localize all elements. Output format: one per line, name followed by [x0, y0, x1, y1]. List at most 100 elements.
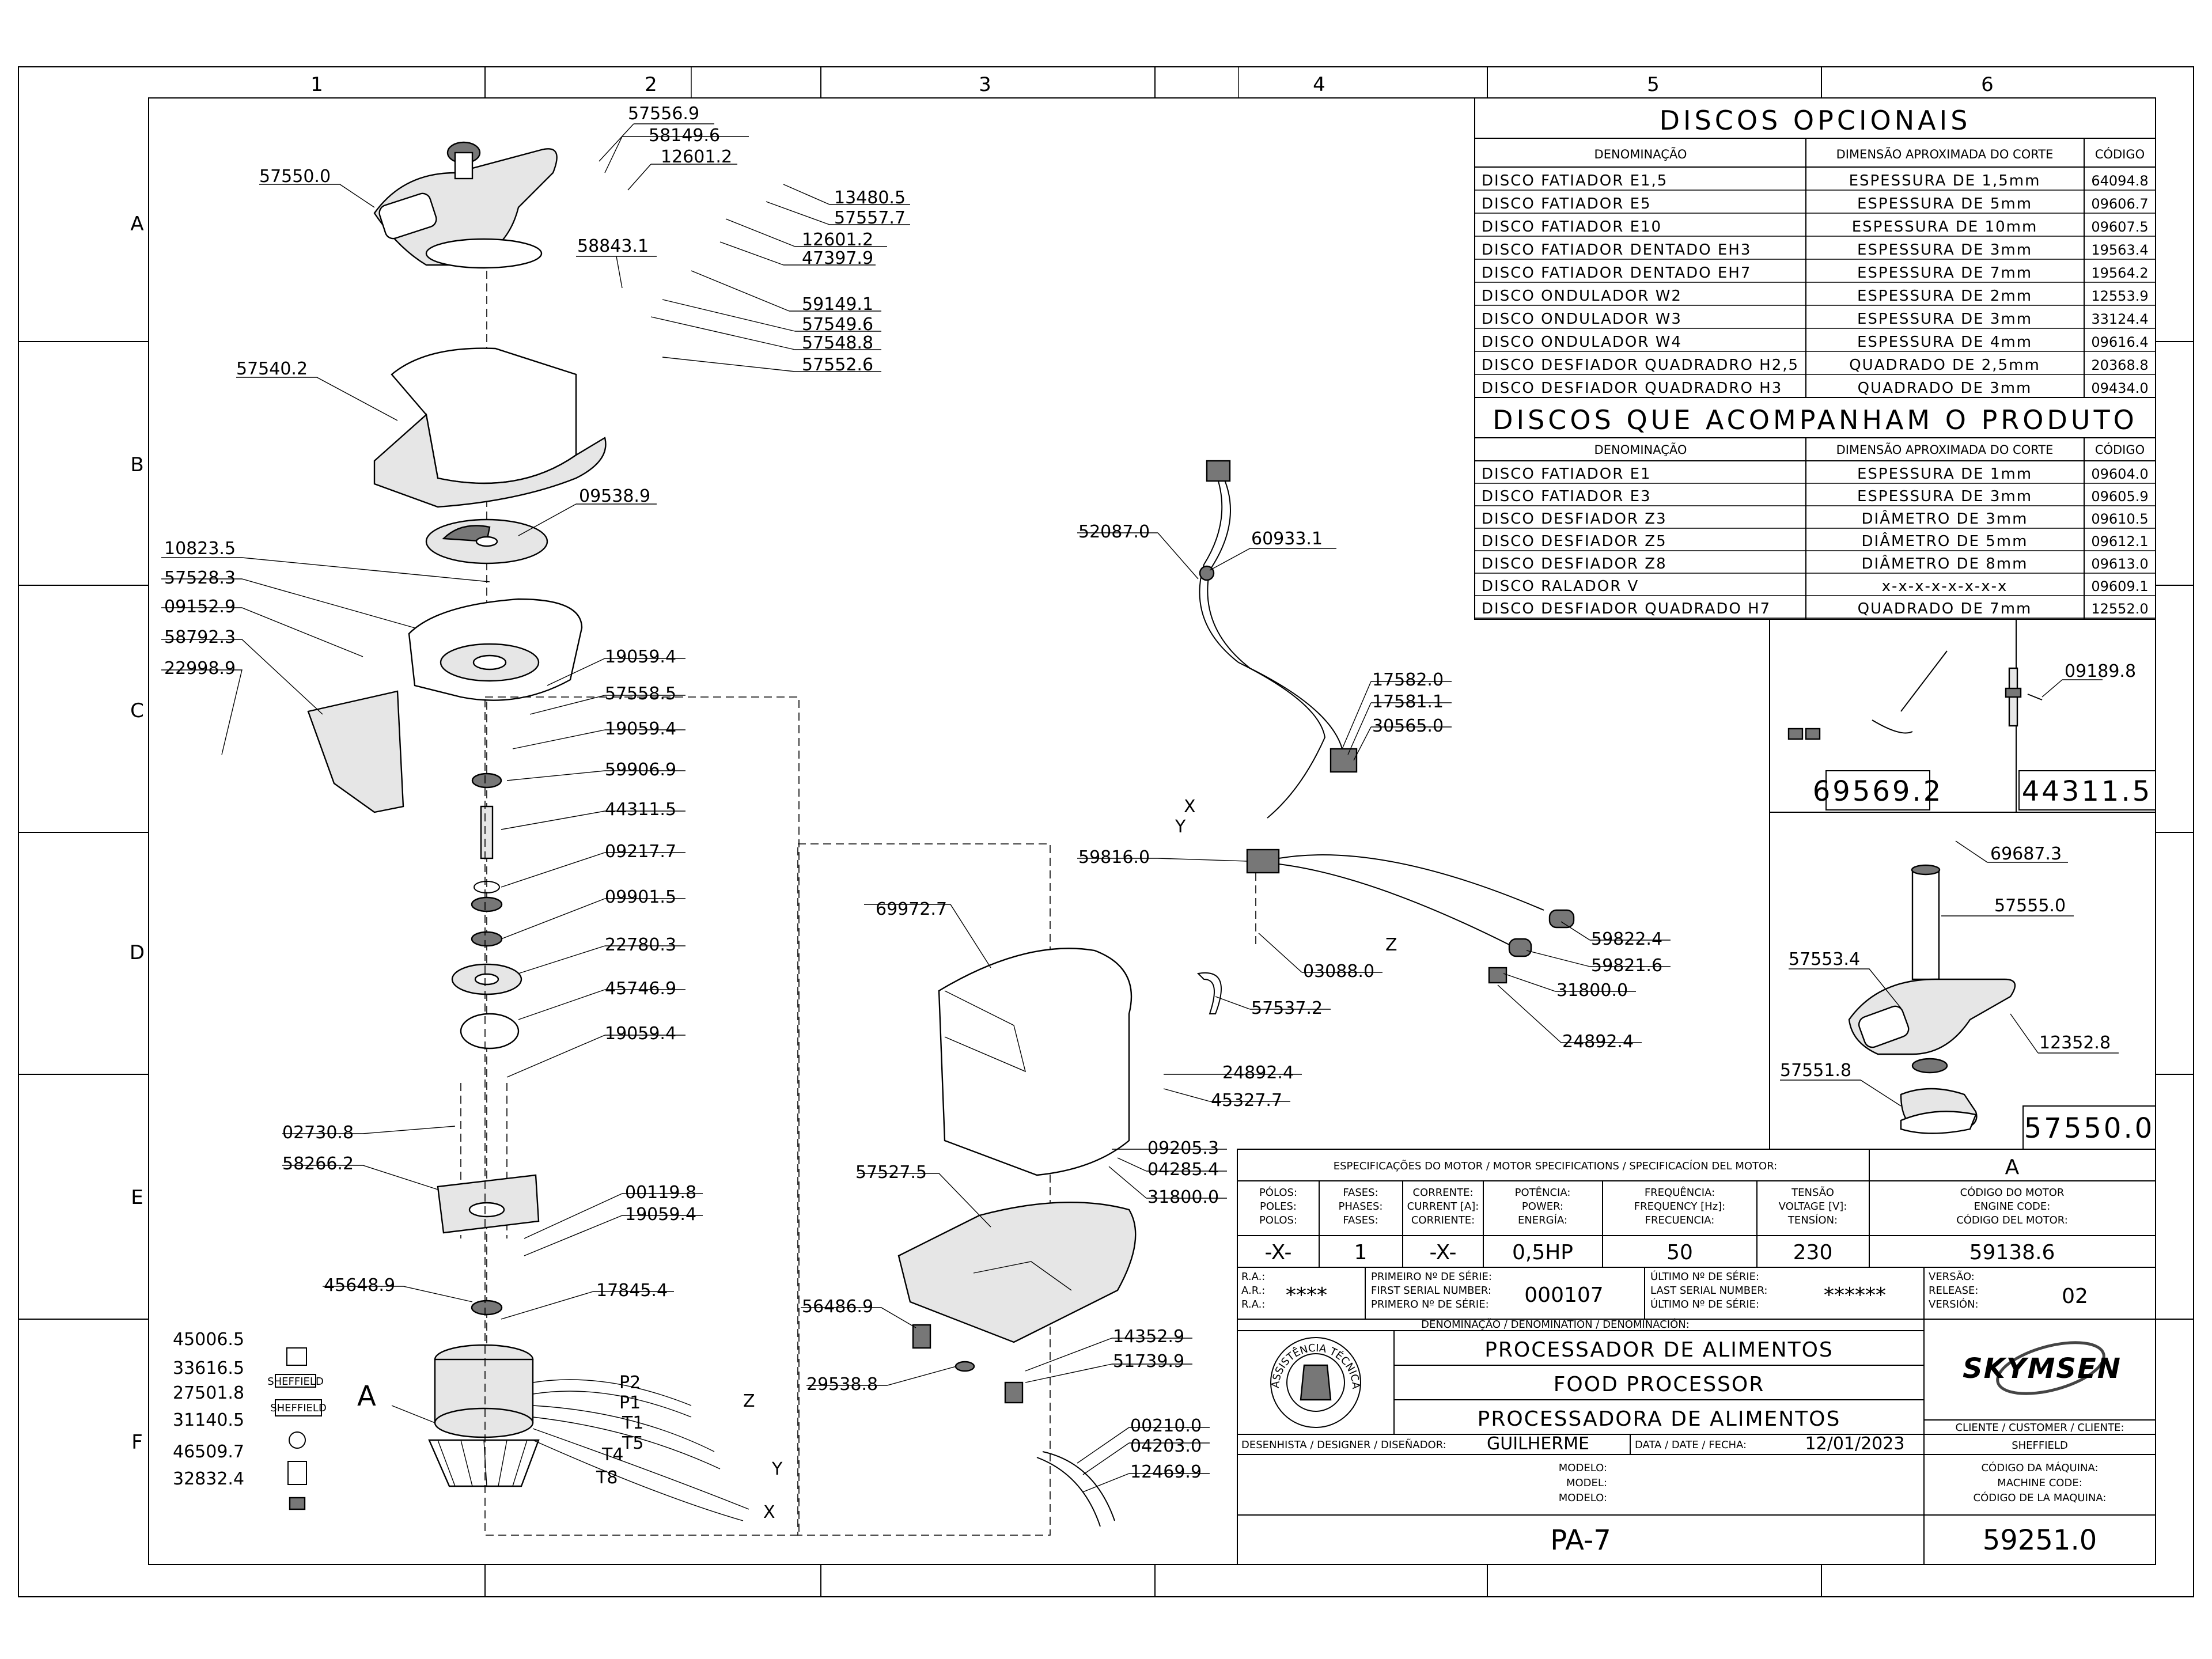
- current-label-en: CURRENT [A]:: [1407, 1200, 1479, 1213]
- callout-33616-5: 33616.5: [173, 1358, 244, 1378]
- poles-value: -X-: [1264, 1241, 1291, 1264]
- callout-14352-9: 14352.9: [1113, 1327, 1184, 1347]
- zone-row-e: E: [131, 1186, 143, 1209]
- optional-disc-code-cell: 09606.7: [2091, 196, 2148, 212]
- zone-labels: 1 2 3 4 5 6 A B C D E F: [130, 73, 1994, 1454]
- callout-00119-8: 00119.8: [625, 1183, 696, 1203]
- power-label-es: ENERGÍA:: [1518, 1214, 1567, 1226]
- callout-12601-2-b: 12601.2: [802, 230, 873, 250]
- version-value: 02: [2062, 1285, 2088, 1308]
- callout-57553-4: 57553.4: [1789, 949, 1860, 969]
- engine-code-label-es: CÓDIGO DEL MOTOR:: [1956, 1214, 2068, 1226]
- disc-part: [425, 518, 548, 565]
- optional-disc-code-cell: 19564.2: [2091, 265, 2148, 281]
- included-disc-dimension-cell: DIÂMETRO DE 3mm: [1862, 509, 2028, 528]
- first-serial-label-pt: PRIMEIRO Nº DE SÉRIE:: [1371, 1270, 1492, 1283]
- wire-t8: T8: [596, 1468, 618, 1488]
- included-disc-code-cell: 09609.1: [2091, 578, 2148, 594]
- ra-label-2: A.R.:: [1241, 1285, 1265, 1297]
- zone-col-5: 5: [1647, 73, 1660, 96]
- optional-header-name: DENOMINAÇÃO: [1594, 146, 1687, 161]
- wire-t5: T5: [622, 1433, 643, 1453]
- zone-row-f: F: [131, 1431, 143, 1454]
- optional-disc-name-cell: DISCO DESFIADOR QUADRADRO H2,5: [1482, 357, 1799, 374]
- optional-disc-name-cell: DISCO FATIADOR DENTADO EH7: [1482, 264, 1751, 282]
- frequency-value: 50: [1666, 1241, 1693, 1264]
- lid-part: [373, 141, 558, 269]
- callout-45648-9: 45648.9: [324, 1275, 395, 1296]
- wire-p2: P2: [619, 1373, 641, 1393]
- kit-boxes: 69569.2 44311.5 09189.8 57550.0 69687.3 …: [1769, 619, 2156, 1150]
- client-value: SHEFFIELD: [2012, 1440, 2068, 1452]
- warning-sticker-icon: [286, 1347, 307, 1366]
- included-disc-dimension-cell: DIÂMETRO DE 8mm: [1862, 554, 2028, 573]
- voltage-label-pt: TENSÃO: [1791, 1186, 1834, 1199]
- frequency-label-pt: FREQUÊNCIA:: [1645, 1186, 1715, 1199]
- model-label-pt: MODELO:: [1559, 1462, 1607, 1474]
- motor-spec-title: ESPECIFICAÇÕES DO MOTOR / MOTOR SPECIFIC…: [1334, 1160, 1778, 1172]
- last-serial-value: ******: [1824, 1283, 1886, 1307]
- callout-58266-2: 58266.2: [282, 1154, 354, 1174]
- callout-19059-4-a: 19059.4: [605, 647, 676, 667]
- callout-09901-5: 09901.5: [605, 887, 676, 907]
- included-disc-name-cell: DISCO FATIADOR E3: [1482, 488, 1652, 505]
- voltage-label-en: VOLTAGE [V]:: [1779, 1200, 1847, 1213]
- optional-disc-name-cell: DISCO FATIADOR E1,5: [1482, 172, 1668, 190]
- wire-x-left: X: [763, 1502, 775, 1522]
- model-value: PA-7: [1550, 1524, 1611, 1556]
- designer-label: DESENHISTA / DESIGNER / DISEÑADOR:: [1241, 1438, 1446, 1451]
- power-label-en: POWER:: [1522, 1200, 1563, 1213]
- wire-z-left: Z: [743, 1391, 755, 1411]
- wire-x-right: X: [1184, 797, 1196, 817]
- label-icons: SHEFFIELD SHEFFIELD: [267, 1347, 327, 1510]
- machine-code-label-es: CÓDIGO DE LA MAQUINA:: [1974, 1491, 2107, 1504]
- callout-10823-5: 10823.5: [164, 539, 236, 559]
- included-disc-dimension-cell: x-x-x-x-x-x-x-x: [1882, 578, 2008, 595]
- callout-46509-7: 46509.7: [173, 1442, 244, 1462]
- callout-57551-8: 57551.8: [1780, 1060, 1851, 1081]
- callout-59149-1: 59149.1: [802, 294, 873, 315]
- svg-text:SHEFFIELD: SHEFFIELD: [267, 1376, 324, 1388]
- optional-discs-table: DISCOS OPCIONAIS DENOMINAÇÃO DIMENSÃO AP…: [1474, 97, 2156, 398]
- wire-y-left: Y: [771, 1459, 783, 1479]
- included-disc-name-cell: DISCO DESFIADOR Z3: [1482, 510, 1667, 528]
- callout-17581-1: 17581.1: [1372, 692, 1444, 712]
- svg-text:SHEFFIELD: SHEFFIELD: [270, 1402, 327, 1414]
- included-disc-name-cell: DISCO DESFIADOR Z8: [1482, 555, 1667, 573]
- included-disc-code-cell: 09613.0: [2091, 556, 2148, 572]
- brand-sticker-icon: [275, 1374, 316, 1388]
- frequency-label-en: FREQUENCY [Hz]:: [1634, 1200, 1725, 1213]
- included-disc-dimension-cell: ESPESSURA DE 3mm: [1857, 488, 2032, 505]
- zone-col-1: 1: [310, 73, 323, 96]
- callout-12601-2: 12601.2: [661, 147, 732, 167]
- exploded-view-middle: [897, 948, 1222, 1527]
- callout-24892-4-a: 24892.4: [1562, 1032, 1634, 1052]
- label-tag-icon: [289, 1497, 306, 1510]
- callout-69687-3: 69687.3: [1990, 844, 2062, 864]
- included-disc-name-cell: DISCO RALADOR V: [1482, 578, 1639, 595]
- callout-17845-4: 17845.4: [596, 1281, 668, 1301]
- callout-04285-4: 04285.4: [1147, 1160, 1219, 1180]
- callout-57558-5: 57558.5: [605, 684, 676, 704]
- included-disc-dimension-cell: DIÂMETRO DE 5mm: [1862, 532, 2028, 550]
- callout-31140-5: 31140.5: [173, 1410, 244, 1430]
- version-label-es: VERSIÓN:: [1929, 1298, 1979, 1310]
- guard-part: [307, 690, 404, 813]
- optional-disc-name-cell: DISCO ONDULADOR W3: [1482, 310, 1682, 328]
- callout-22780-3: 22780.3: [605, 935, 676, 955]
- callout-57527-5: 57527.5: [855, 1162, 927, 1183]
- wire-p1: P1: [619, 1393, 641, 1413]
- optional-disc-code-cell: 19563.4: [2091, 242, 2148, 258]
- ground-symbol-icon: [289, 1431, 306, 1449]
- zone-col-6: 6: [1981, 73, 1994, 96]
- callout-17582-0: 17582.0: [1372, 670, 1444, 690]
- optional-disc-name-cell: DISCO FATIADOR E5: [1482, 195, 1652, 213]
- wire-t1: T1: [622, 1413, 643, 1433]
- model-label-es: MODELO:: [1559, 1492, 1607, 1504]
- callout-44311-5: 44311.5: [605, 800, 676, 820]
- callout-04203-0: 04203.0: [1130, 1436, 1202, 1456]
- included-header-dimension: DIMENSÃO APROXIMADA DO CORTE: [1836, 442, 2054, 457]
- last-serial-label-en: LAST SERIAL NUMBER:: [1650, 1285, 1767, 1297]
- callout-45006-5: 45006.5: [173, 1330, 244, 1350]
